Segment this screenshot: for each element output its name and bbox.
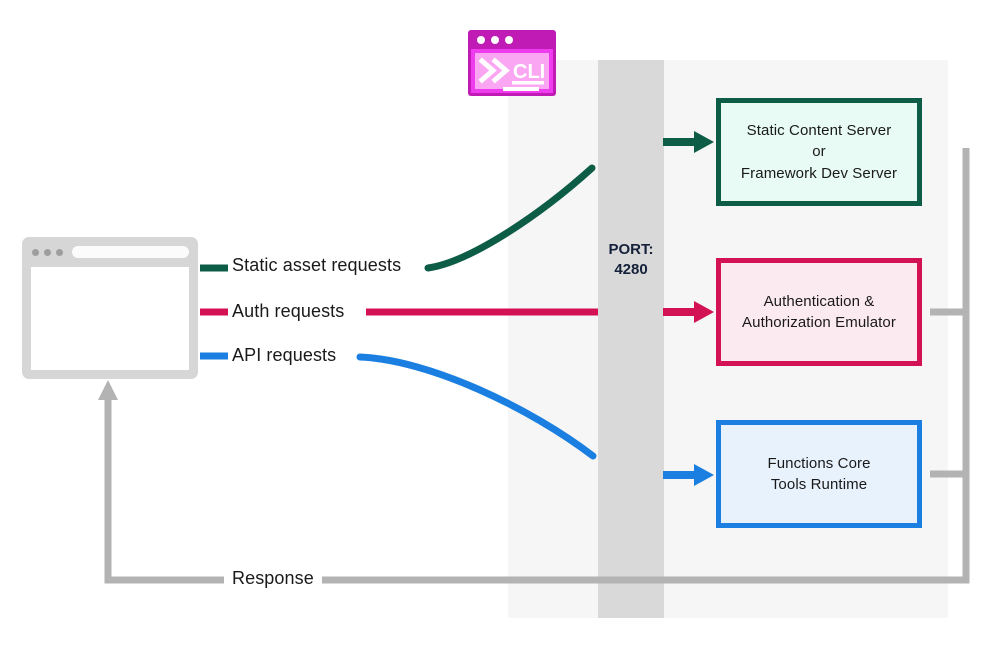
browser-viewport: [31, 267, 189, 370]
browser-address-bar[interactable]: [72, 246, 189, 258]
cli-underline: [512, 81, 544, 85]
cli-dot-minimize-icon: [491, 35, 499, 44]
service-box-functions-runtime[interactable]: Functions Core Tools Runtime: [716, 420, 922, 528]
response-label-backdrop: [224, 562, 322, 595]
cli-dot-maximize-icon: [505, 35, 513, 44]
cli-cursor-line: [503, 87, 539, 91]
cli-label-text: CLI: [513, 61, 545, 83]
port-label: PORT: 4280: [608, 241, 654, 279]
flow-label-response: Response: [232, 568, 314, 588]
browser-dot-close-icon: [32, 248, 39, 256]
service-return-stubs: [928, 144, 972, 478]
cli-titlebar: [468, 30, 556, 49]
flow-label-api-requests: API requests: [232, 345, 337, 365]
flow-auth-requests: [200, 301, 714, 323]
flow-label-static-asset-requests: Static asset requests: [232, 255, 402, 275]
service-box-static-content-server-label: Static Content Server or Framework Dev S…: [740, 122, 898, 182]
service-box-auth-emulator[interactable]: Authentication & Authorization Emulator: [716, 258, 922, 366]
browser-dot-minimize-icon: [44, 248, 51, 256]
cli-dot-close-icon: [477, 35, 485, 44]
browser-window[interactable]: [22, 237, 198, 379]
service-box-functions-runtime-label: Functions Core Tools Runtime: [767, 454, 871, 493]
cli-prompt-graphic: CLI: [478, 57, 545, 91]
double-chevron-right-icon: [478, 57, 510, 84]
cli-screen: CLI: [475, 53, 549, 91]
flow-api-requests: [200, 352, 714, 486]
flow-static-asset-requests: [200, 131, 714, 272]
service-box-static-content-server[interactable]: Static Content Server or Framework Dev S…: [716, 98, 922, 206]
browser-titlebar: [29, 244, 191, 260]
service-box-auth-emulator-label: Authentication & Authorization Emulator: [742, 292, 896, 331]
cli-body: CLI: [471, 49, 553, 93]
flow-label-auth-requests: Auth requests: [232, 301, 345, 321]
cli-icon[interactable]: CLI: [468, 30, 556, 96]
browser-dot-maximize-icon: [56, 248, 63, 256]
port-bar: [598, 60, 664, 618]
